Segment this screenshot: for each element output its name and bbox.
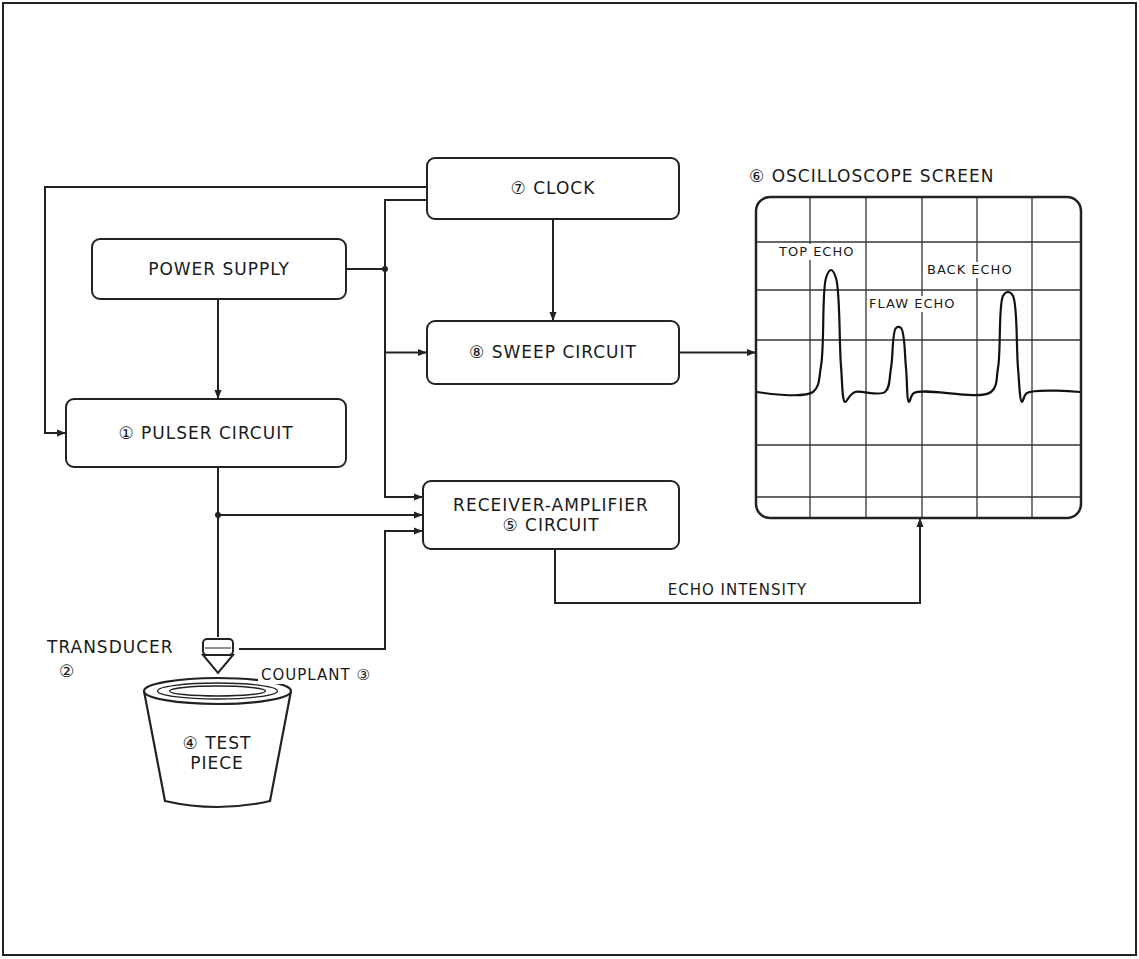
- transducer-tip: [203, 655, 233, 673]
- bowl-body: [144, 691, 291, 807]
- transducer-outline: [197, 637, 239, 675]
- oscilloscope-screen: ⑥ OSCILLOSCOPE SCREENTOP ECHOFLAW ECHOBA…: [755, 196, 1082, 519]
- clock-box: ⑦ CLOCK: [426, 157, 680, 220]
- outer-border: [3, 3, 1136, 955]
- node-label: ⑥ OSCILLOSCOPE SCREEN: [749, 166, 995, 186]
- transducer: TRANSDUCER②: [197, 637, 239, 675]
- signal-line: [45, 187, 426, 433]
- node-label: ⑧ SWEEP CIRCUIT: [469, 342, 637, 362]
- grid-line: [757, 289, 1080, 290]
- signal-line: [239, 531, 422, 649]
- transducer-element: [205, 648, 231, 649]
- screen-border: [756, 197, 1081, 518]
- grid-line: [757, 444, 1080, 445]
- grid-line: [921, 198, 922, 517]
- grid-line: [1031, 198, 1032, 517]
- grid-line: [865, 198, 866, 517]
- echo-trace: [757, 270, 1080, 402]
- node-label: ⑤ CIRCUIT: [502, 515, 599, 535]
- rim-shading: [158, 683, 278, 699]
- receiver-box: RECEIVER-AMPLIFIER⑤ CIRCUIT: [422, 480, 680, 550]
- echo-label: TOP ECHO: [777, 244, 856, 260]
- junction-dot: [215, 512, 221, 518]
- echo-label: BACK ECHO: [925, 262, 1015, 278]
- junction-dot: [382, 266, 388, 272]
- signal-line: [347, 269, 422, 497]
- grid-line: [757, 496, 1080, 497]
- signal-line: [347, 200, 426, 269]
- power-box: POWER SUPPLY: [91, 238, 347, 300]
- part-label: COUPLANT ③: [258, 666, 374, 684]
- node-label: ②: [59, 661, 75, 681]
- node-label: POWER SUPPLY: [148, 259, 290, 279]
- signal-line: [217, 300, 219, 398]
- pulser-box: ① PULSER CIRCUIT: [65, 398, 347, 468]
- node-label: ④ TEST PIECE: [167, 733, 267, 774]
- node-label: ⑦ CLOCK: [511, 178, 596, 198]
- edge-label: ECHO INTENSITY: [665, 581, 811, 599]
- transducer-body: [203, 639, 233, 655]
- node-label: ① PULSER CIRCUIT: [118, 423, 293, 443]
- test-piece: ④ TEST PIECE: [140, 675, 295, 810]
- node-label: TRANSDUCER: [47, 637, 174, 657]
- grid-line: [757, 241, 1080, 242]
- sweep-box: ⑧ SWEEP CIRCUIT: [426, 320, 680, 385]
- signal-line: [218, 468, 422, 515]
- node-label: RECEIVER-AMPLIFIER: [453, 495, 649, 515]
- grid-line: [976, 198, 977, 517]
- grid-line: [757, 339, 1080, 340]
- signal-line: [347, 269, 426, 353]
- signal-line: [680, 352, 755, 354]
- echo-label: FLAW ECHO: [867, 296, 958, 312]
- signal-line: [552, 220, 554, 320]
- rim-shading: [170, 686, 266, 696]
